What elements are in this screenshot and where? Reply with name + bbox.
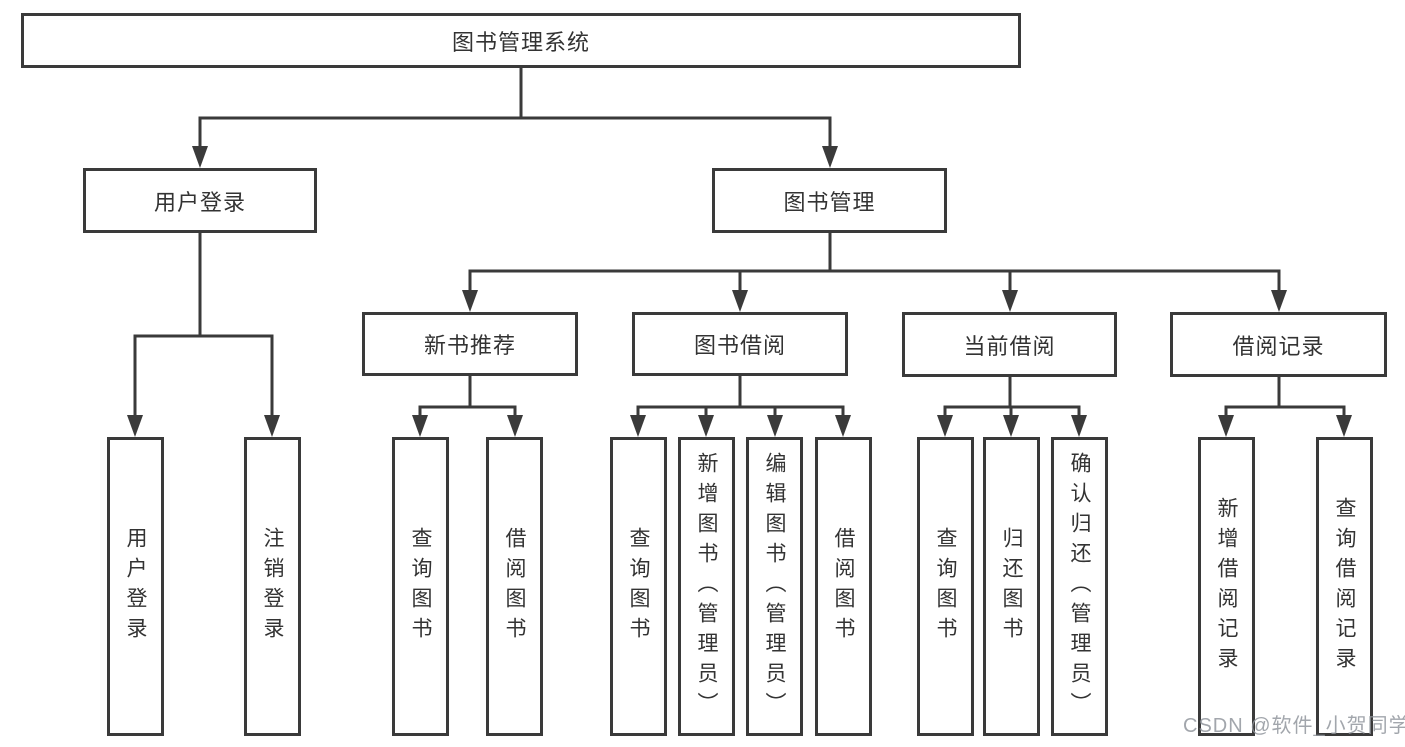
arrowhead-icon [937,415,953,437]
node-leaf-return-books: 归还图书 [983,437,1040,736]
node-leaf-borrow-books-2: 借阅图书 [815,437,872,736]
arrowhead-icon [1336,415,1352,437]
arrowhead-icon [767,415,783,437]
node-book-borrow: 图书借阅 [632,312,848,376]
arrowhead-icon [264,415,280,437]
node-leaf-user-login: 用户登录 [107,437,164,736]
node-leaf-confirm-return-admin: 确认归还（管理员） [1051,437,1108,736]
node-leaf-edit-books-admin: 编辑图书（管理员） [746,437,803,736]
node-leaf-query-books-2: 查询图书 [610,437,667,736]
arrowhead-icon [412,415,428,437]
arrowhead-icon [630,415,646,437]
arrowhead-icon [1003,415,1019,437]
arrowhead-icon [822,146,838,168]
node-current-borrow: 当前借阅 [902,312,1117,377]
arrowhead-icon [1002,290,1018,312]
node-leaf-query-borrow-record: 查询借阅记录 [1316,437,1373,736]
arrowhead-icon [462,290,478,312]
arrowhead-icon [698,415,714,437]
arrowhead-icon [1071,415,1087,437]
node-leaf-borrow-books-1: 借阅图书 [486,437,543,736]
arrowhead-icon [127,415,143,437]
node-leaf-logout: 注销登录 [244,437,301,736]
node-leaf-query-books-3: 查询图书 [917,437,974,736]
arrowhead-icon [192,146,208,168]
node-new-book-recommend: 新书推荐 [362,312,578,376]
node-user-login: 用户登录 [83,168,317,233]
arrowhead-icon [1271,290,1287,312]
node-leaf-query-books-1: 查询图书 [392,437,449,736]
arrowhead-icon [732,290,748,312]
arrowhead-icon [507,415,523,437]
node-borrow-records: 借阅记录 [1170,312,1387,377]
arrowhead-icon [835,415,851,437]
arrowhead-icon [1218,415,1234,437]
node-leaf-add-books-admin: 新增图书（管理员） [678,437,735,736]
node-library-management-system: 图书管理系统 [21,13,1021,68]
csdn-watermark: CSDN @软件_小贺同学 [1183,715,1405,737]
node-leaf-add-borrow-record: 新增借阅记录 [1198,437,1255,736]
node-book-management: 图书管理 [712,168,947,233]
